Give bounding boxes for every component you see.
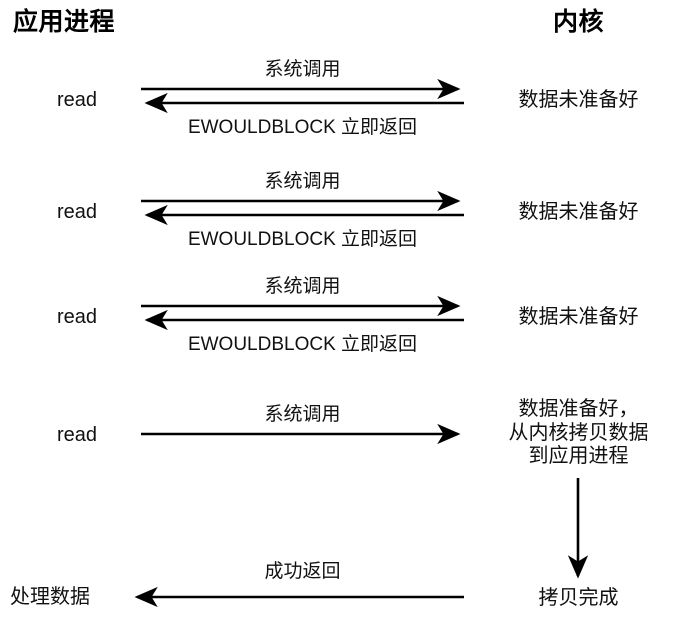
block-4-process-label: read [57, 424, 98, 446]
block-1-process-label: read [57, 89, 98, 111]
block-2-kernel-label: 数据未准备好 [518, 201, 639, 223]
block-3-kernel-label: 数据未准备好 [518, 306, 639, 328]
final-process-label: 处理数据 [10, 586, 90, 608]
block-4-syscall-label: 系统调用 [264, 404, 341, 425]
final-kernel-label: 拷贝完成 [538, 587, 619, 609]
block-1-kernel-label: 数据未准备好 [518, 89, 639, 111]
block-2-return-label: EWOULDBLOCK 立即返回 [187, 229, 418, 250]
block-2-process-label: read [57, 201, 98, 223]
block-3-syscall-label: 系统调用 [264, 276, 341, 297]
block-3-process-label: read [57, 306, 98, 328]
column-header-kernel: 内核 [552, 8, 604, 36]
block-3-return-label: EWOULDBLOCK 立即返回 [187, 334, 418, 355]
block-2-syscall-label: 系统调用 [264, 171, 341, 192]
block-4-kernel-label: 数据准备好， 从内核拷贝数据 到应用进程 [508, 398, 649, 468]
block-1-syscall-label: 系统调用 [264, 59, 341, 80]
block-1-return-label: EWOULDBLOCK 立即返回 [187, 117, 418, 138]
final-return-label: 成功返回 [264, 561, 341, 582]
column-header-application-process: 应用进程 [13, 8, 116, 36]
